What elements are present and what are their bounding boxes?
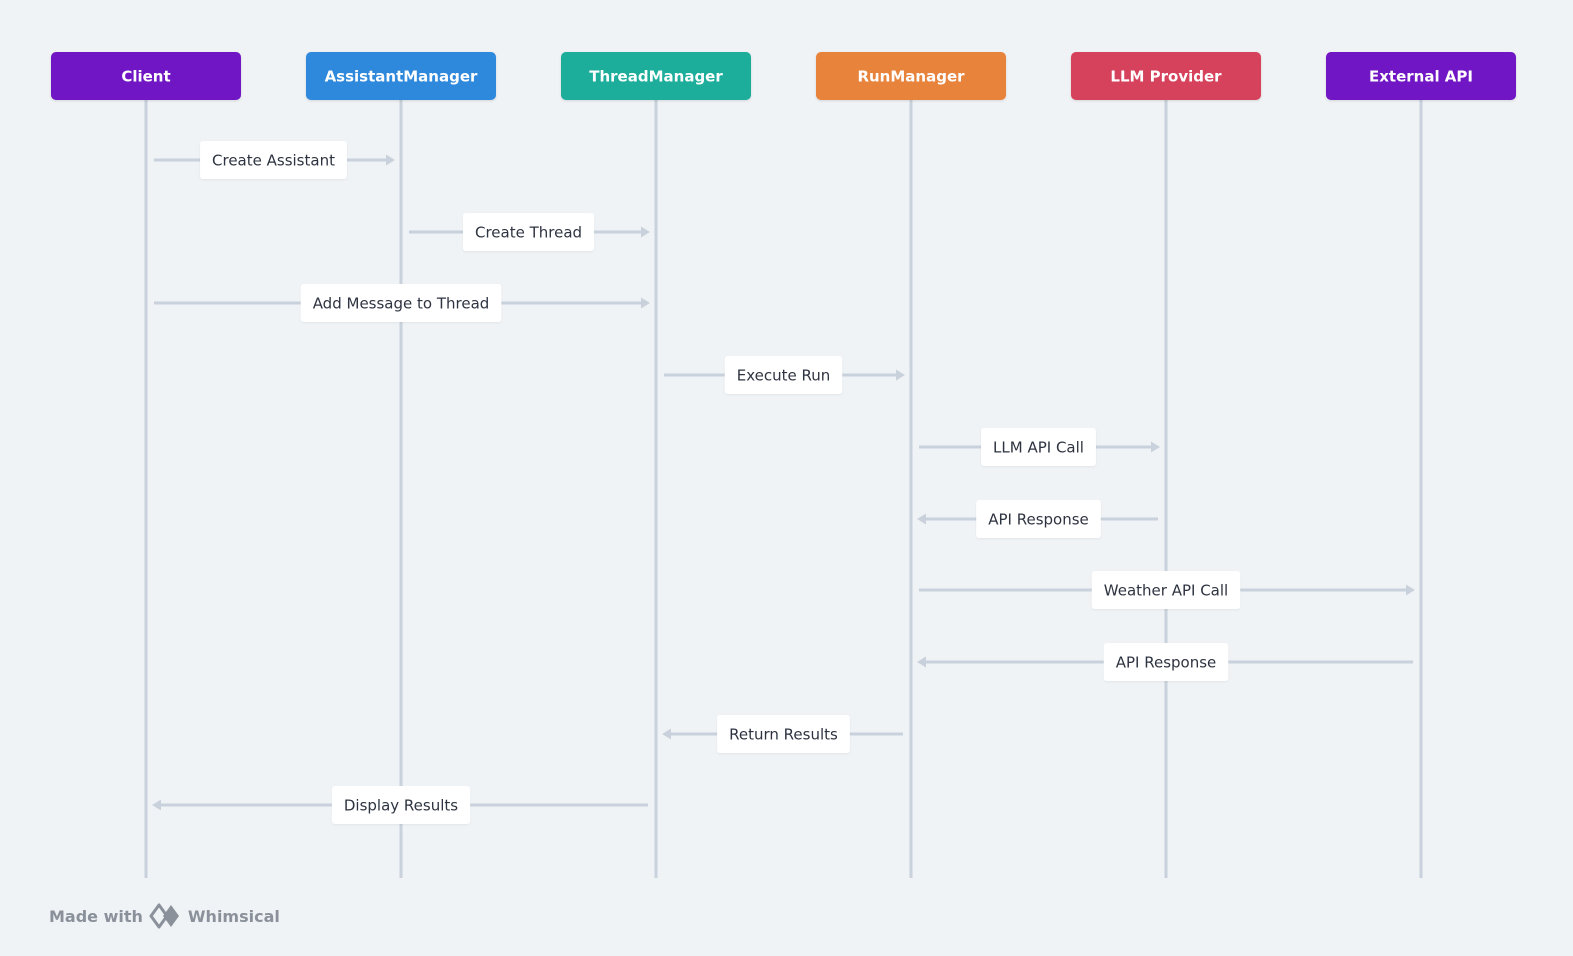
message-label-box bbox=[981, 428, 1096, 466]
arrowhead-icon bbox=[386, 154, 395, 166]
message-label: LLM API Call bbox=[993, 439, 1084, 457]
message-label-box bbox=[300, 284, 502, 322]
lifelines bbox=[144, 100, 1423, 878]
actor-label: LLM Provider bbox=[1110, 68, 1222, 86]
actor-run-manager[interactable]: RunManager bbox=[816, 52, 1006, 100]
actor-box bbox=[561, 52, 751, 100]
message-label-box bbox=[717, 715, 850, 753]
arrowhead-icon bbox=[896, 369, 905, 381]
message-label-box bbox=[976, 500, 1101, 538]
arrowhead-icon bbox=[641, 226, 650, 238]
message-9: Return Results bbox=[662, 715, 903, 753]
actor-llm-provider[interactable]: LLM Provider bbox=[1071, 52, 1261, 100]
message-label: Display Results bbox=[344, 797, 458, 815]
arrowhead-icon bbox=[917, 656, 926, 668]
message-4: Execute Run bbox=[664, 356, 905, 394]
message-5: LLM API Call bbox=[919, 428, 1160, 466]
arrowhead-icon bbox=[641, 297, 650, 309]
message-8: API Response bbox=[917, 643, 1413, 681]
arrowhead-icon bbox=[1151, 441, 1160, 453]
whimsical-logo-icon bbox=[149, 903, 185, 929]
actor-box bbox=[816, 52, 1006, 100]
message-10: Display Results bbox=[152, 786, 648, 824]
actor-box bbox=[1326, 52, 1516, 100]
message-2: Create Thread bbox=[409, 213, 650, 251]
actor-label: AssistantManager bbox=[325, 68, 478, 86]
message-label: Weather API Call bbox=[1104, 582, 1228, 600]
actors: Client AssistantManager ThreadManager RunMa… bbox=[51, 52, 1516, 100]
actor-box bbox=[51, 52, 241, 100]
message-label-box bbox=[331, 786, 471, 824]
message-7: Weather API Call bbox=[919, 571, 1415, 609]
whimsical-brand-text: Whimsical bbox=[187, 906, 280, 926]
message-label: Create Thread bbox=[475, 224, 582, 242]
actor-box bbox=[306, 52, 496, 100]
message-label: API Response bbox=[988, 511, 1089, 529]
message-label-box bbox=[1103, 643, 1229, 681]
message-label-box bbox=[724, 356, 843, 394]
actor-label: RunManager bbox=[857, 68, 965, 86]
arrowhead-icon bbox=[662, 728, 671, 740]
footer: Made with Whimsical bbox=[49, 903, 280, 929]
message-3: Add Message to Thread bbox=[154, 284, 650, 322]
actor-external-api[interactable]: External API bbox=[1326, 52, 1516, 100]
actor-client[interactable]: Client bbox=[51, 52, 241, 100]
made-with-text: Made with bbox=[49, 906, 143, 926]
message-label-box bbox=[1091, 571, 1241, 609]
message-label: Return Results bbox=[729, 726, 838, 744]
message-label: Create Assistant bbox=[212, 152, 335, 170]
actor-box bbox=[1071, 52, 1261, 100]
actor-thread-manager[interactable]: ThreadManager bbox=[561, 52, 751, 100]
actor-label: ThreadManager bbox=[589, 68, 723, 86]
message-label: API Response bbox=[1116, 654, 1217, 672]
actor-label: External API bbox=[1369, 68, 1473, 86]
message-label-box bbox=[200, 141, 347, 179]
message-6: API Response bbox=[917, 500, 1158, 538]
message-label: Add Message to Thread bbox=[313, 295, 490, 313]
arrowhead-icon bbox=[1406, 584, 1415, 596]
arrowhead-icon bbox=[152, 799, 161, 811]
actor-label: Client bbox=[121, 68, 170, 86]
arrowhead-icon bbox=[917, 513, 926, 525]
message-1: Create Assistant bbox=[154, 141, 395, 179]
message-label: Execute Run bbox=[737, 367, 831, 385]
message-label-box bbox=[462, 213, 595, 251]
actor-assistant-manager[interactable]: AssistantManager bbox=[306, 52, 496, 100]
